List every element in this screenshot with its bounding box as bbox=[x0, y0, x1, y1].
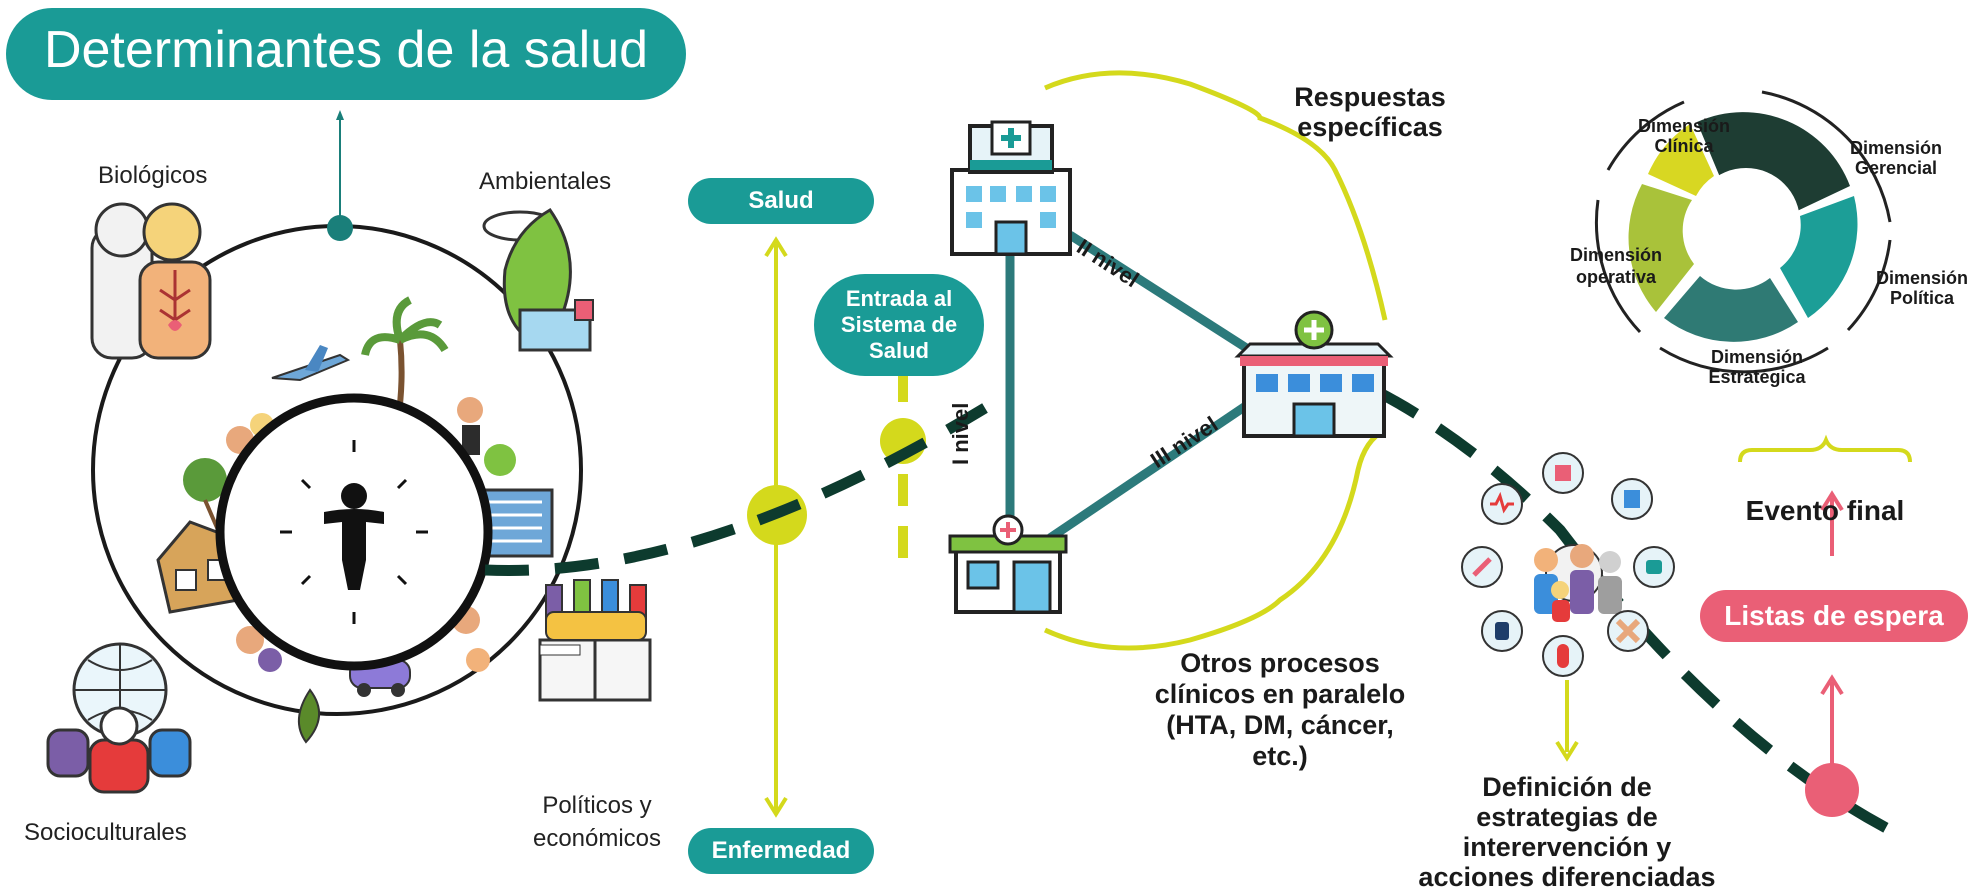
dimension-estrategica-l1: Dimensión bbox=[1710, 347, 1803, 367]
waiting-node bbox=[1805, 763, 1859, 817]
final-event-brace bbox=[1738, 434, 1912, 463]
leaf-icon bbox=[298, 688, 320, 744]
dimension-politica-l1: Dimensión bbox=[1875, 268, 1968, 288]
parallel-label: Otros procesos clínicos en paralelo (HTA… bbox=[1130, 648, 1430, 772]
entry-line2: Sistema de bbox=[840, 312, 958, 337]
dimension-operativa: Dimensión operativa bbox=[1556, 244, 1676, 288]
dimension-politica-l2: Política bbox=[1889, 288, 1955, 308]
sociocultural-icon bbox=[46, 642, 192, 794]
salud-pill-bg bbox=[688, 178, 874, 224]
parallel-line2: clínicos en paralelo bbox=[1154, 679, 1406, 709]
label-ambientales: Ambientales bbox=[479, 168, 612, 195]
parallel-line3: (HTA, DM, cáncer, bbox=[1166, 710, 1394, 740]
dimension-gerencial: Dimensión Gerencial bbox=[1836, 138, 1956, 178]
airplane-icon bbox=[271, 345, 351, 382]
strategies-label: Definición de estrategias de interervenc… bbox=[1382, 772, 1752, 891]
final-event-label: Evento final bbox=[1745, 495, 1905, 526]
dimension-clinica: Dimensión Clínica bbox=[1624, 116, 1744, 156]
entry-line1: Entrada al bbox=[845, 286, 953, 311]
responses-line2: específicas bbox=[1297, 112, 1443, 142]
parallel-line4: etc.) bbox=[1252, 741, 1308, 771]
entry-pill: Entrada al Sistema de Salud bbox=[814, 274, 984, 376]
strategies-line1: Definición de bbox=[1482, 772, 1652, 802]
hospital-icon bbox=[950, 120, 1072, 256]
clinic-icon bbox=[948, 514, 1068, 614]
entry-line3: Salud bbox=[869, 338, 929, 363]
dimension-gerencial-l1: Dimensión bbox=[1849, 138, 1942, 158]
strategies-line3: interervención y bbox=[1462, 832, 1672, 862]
salud-pill: Salud bbox=[748, 187, 814, 214]
level-1-label: I nivel bbox=[948, 402, 973, 465]
family-icon bbox=[1534, 544, 1622, 622]
title-pill bbox=[6, 8, 686, 100]
dimension-estrategica: Dimensión Estratégica bbox=[1692, 347, 1822, 387]
health-service-icons bbox=[1461, 452, 1675, 677]
regional-hospital-icon bbox=[1234, 310, 1394, 438]
page-title: Determinantes de la salud bbox=[43, 21, 649, 79]
biological-icon bbox=[90, 202, 212, 360]
waiting-list-pill: Listas de espera bbox=[1724, 600, 1944, 631]
responses-line1: Respuestas bbox=[1294, 82, 1446, 112]
dimension-clinica-l1: Dimensión bbox=[1637, 116, 1730, 136]
entry-pill-bg bbox=[814, 274, 984, 376]
label-politicos: Políticos y económicos bbox=[512, 789, 682, 855]
label-politicos-line1: Políticos y bbox=[542, 792, 652, 819]
dimension-estrategica-l2: Estratégica bbox=[1708, 367, 1806, 387]
political-icon bbox=[538, 579, 652, 702]
dimension-operativa-l2: operativa bbox=[1575, 267, 1657, 287]
dimension-operativa-l1: Dimensión bbox=[1569, 245, 1662, 265]
dimension-politica: Dimensión Política bbox=[1862, 268, 1982, 308]
enfermedad-pill: Enfermedad bbox=[711, 837, 851, 864]
dimensions-cycle bbox=[1628, 112, 1858, 342]
patient-pathway bbox=[484, 403, 988, 577]
people-decoration bbox=[226, 397, 490, 672]
enfermedad-pill-bg bbox=[688, 828, 874, 874]
parallel-line1: Otros procesos bbox=[1180, 648, 1380, 678]
waiting-pill-bg bbox=[1700, 590, 1968, 642]
tree-icon bbox=[183, 444, 516, 531]
dimension-gerencial-l2: Gerencial bbox=[1854, 158, 1938, 178]
label-socioculturales: Socioculturales bbox=[24, 819, 187, 846]
responses-label: Respuestas específicas bbox=[1280, 82, 1460, 142]
strategies-line2: estrategias de bbox=[1476, 802, 1658, 832]
environmental-icon bbox=[482, 208, 594, 352]
label-politicos-line2: económicos bbox=[532, 825, 662, 852]
radiating-ticks bbox=[280, 440, 428, 624]
ring-top-node bbox=[327, 215, 353, 241]
parallel-brace bbox=[1043, 427, 1387, 651]
label-biologicos: Biológicos bbox=[98, 162, 208, 189]
cycle-outline bbox=[1761, 90, 1892, 223]
person-icon bbox=[324, 483, 384, 590]
responses-brace bbox=[1044, 70, 1388, 321]
strategies-line4: acciones diferenciadas bbox=[1418, 862, 1716, 891]
patient-pathway-2 bbox=[1375, 387, 1893, 835]
dimension-clinica-l2: Clínica bbox=[1654, 136, 1714, 156]
